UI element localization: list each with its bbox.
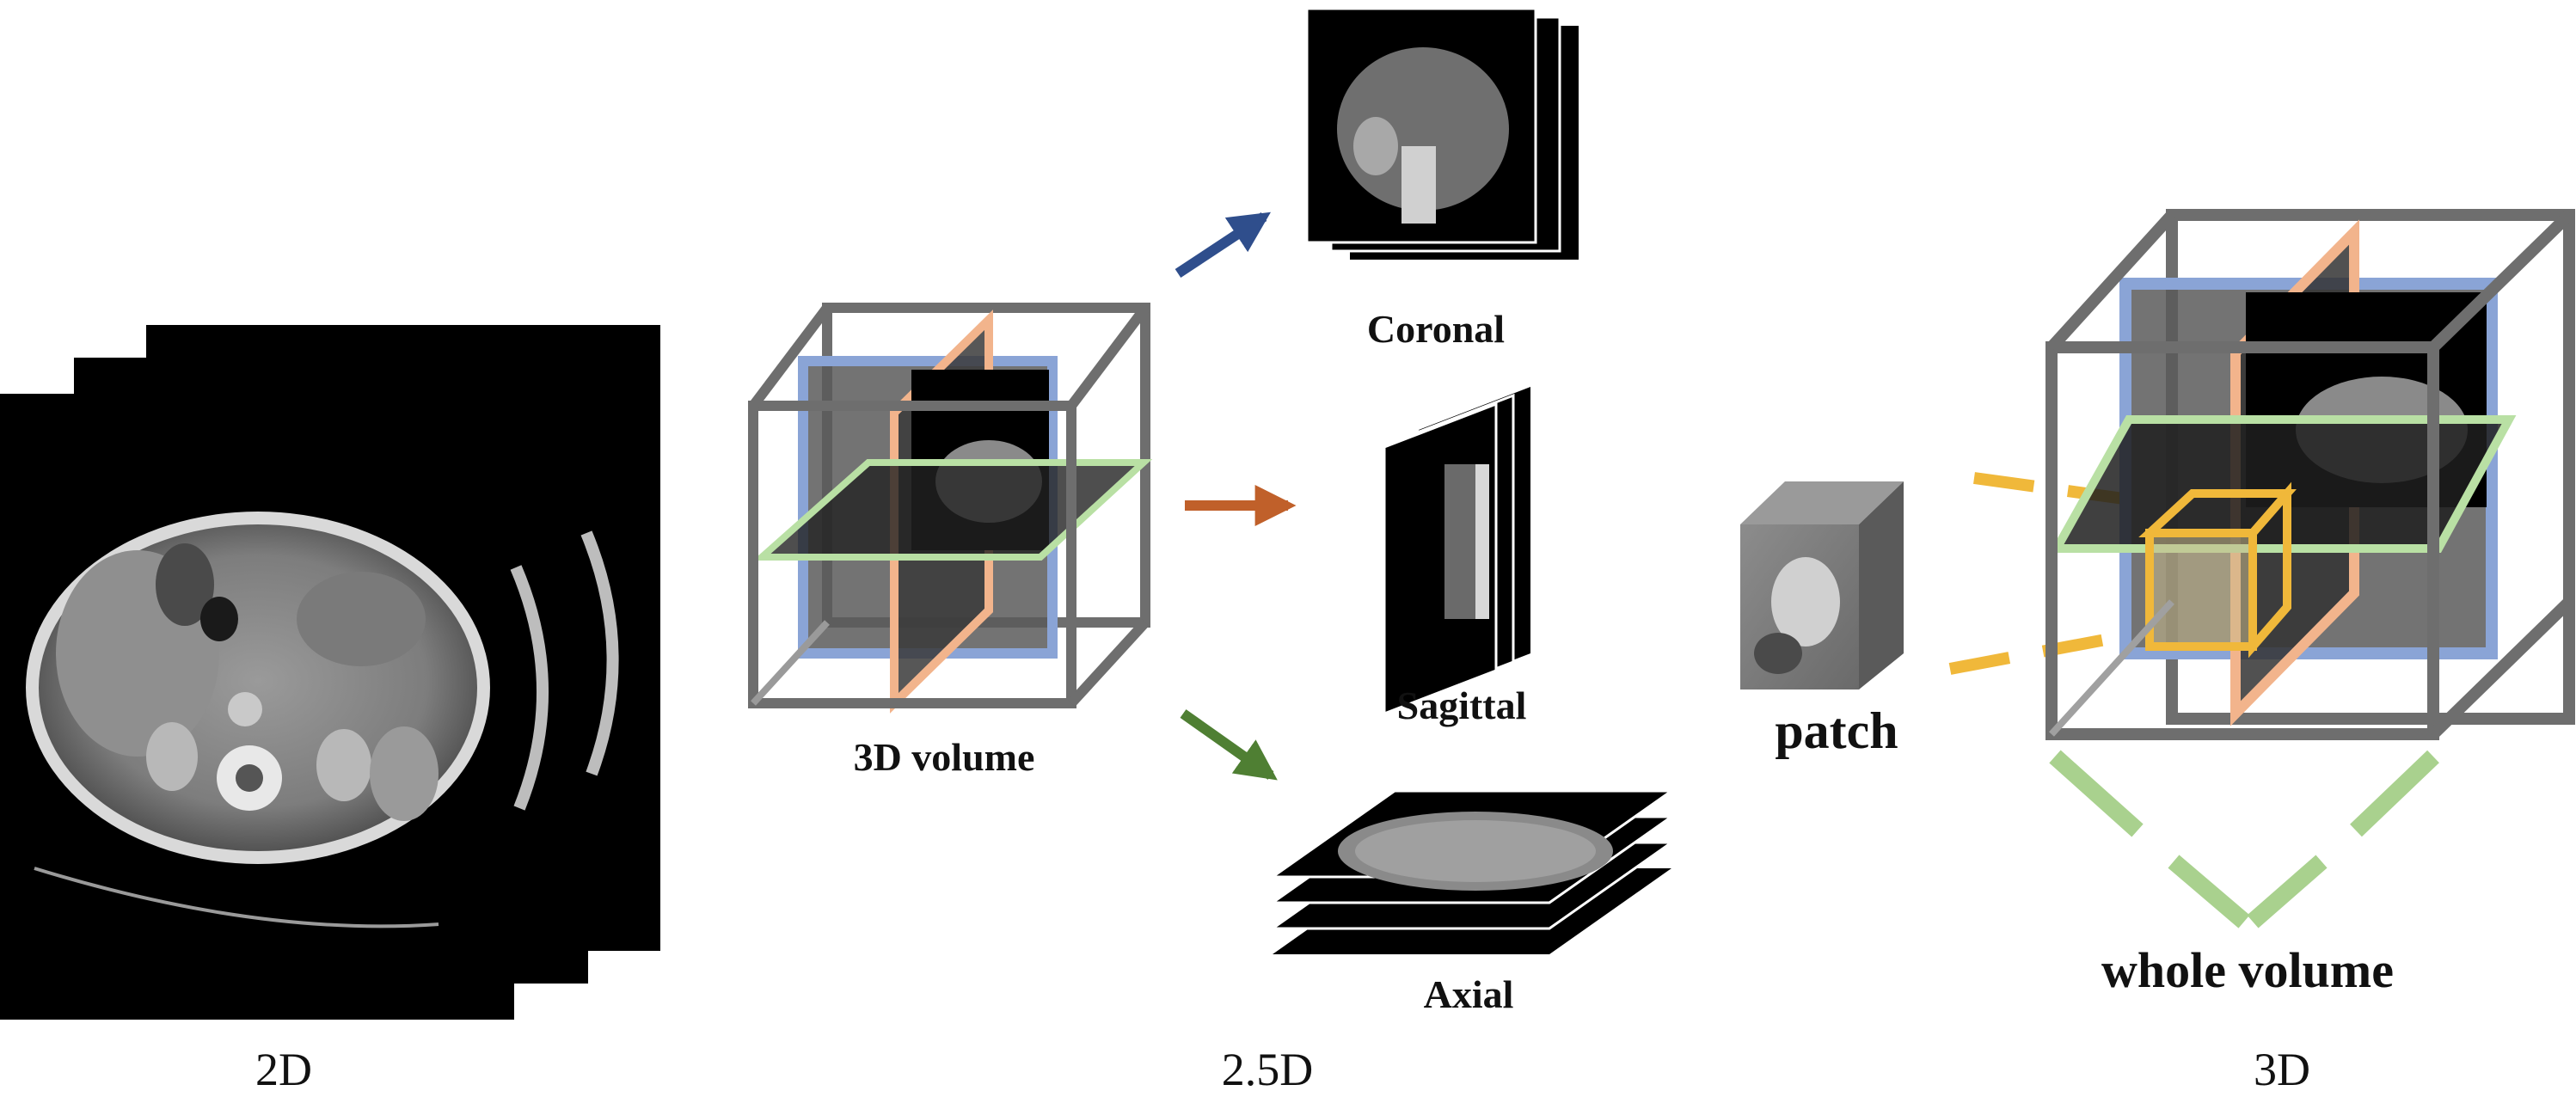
arrow-to-axial: [1180, 709, 1278, 781]
label-patch: patch: [1775, 702, 1898, 759]
patch-link-bottom: [1948, 630, 2125, 675]
arrow-to-coronal: [1175, 211, 1272, 279]
coronal-slice-stack: [1305, 7, 1579, 260]
cube-front-face: [748, 401, 1076, 708]
axial-plane: [752, 459, 1153, 561]
label-3d-volume: 3D volume: [854, 735, 1035, 779]
whole-volume-brace: [2049, 750, 2439, 928]
label-whole-volume: whole volume: [2101, 942, 2394, 998]
section-label-2d: 2D: [255, 1044, 312, 1095]
whole-cube-front-face: [2045, 341, 2439, 740]
ct-slice-middle-edge: [510, 565, 549, 811]
ct-axial-image: [26, 512, 490, 928]
section-label-2-5d: 2.5D: [1222, 1044, 1314, 1095]
label-axial: Axial: [1424, 972, 1514, 1016]
label-coronal: Coronal: [1367, 307, 1505, 351]
patch-cube: [1740, 481, 1904, 689]
sagittal-slice-stack: [1383, 387, 1530, 716]
label-sagittal: Sagittal: [1397, 683, 1527, 727]
ct-slice-stack-2d: [0, 325, 660, 1020]
axial-slice-stack: [1268, 789, 1676, 954]
volume-cube-2-5d: [748, 303, 1153, 714]
highlighted-patch: [2138, 481, 2297, 659]
ct-slice-back-edge: [580, 530, 619, 776]
section-label-3d: 3D: [2254, 1044, 2310, 1095]
whole-volume-cube: [2045, 209, 2575, 740]
